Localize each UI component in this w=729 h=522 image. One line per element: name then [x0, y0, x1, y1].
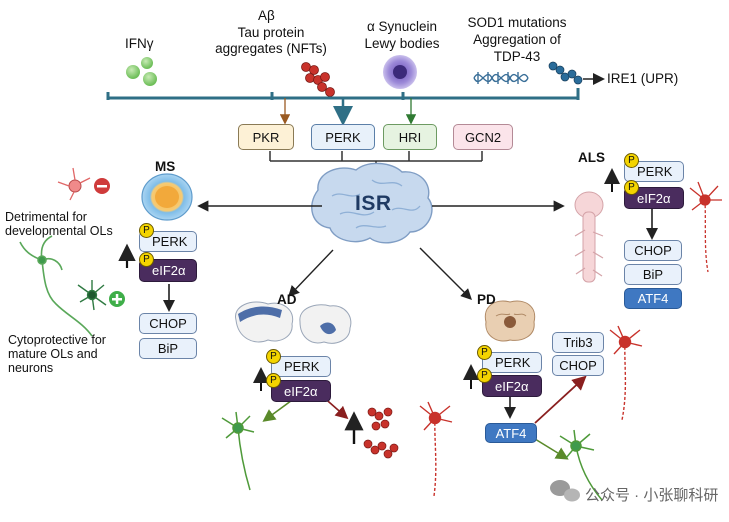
ad-green-neuron-icon [221, 411, 255, 491]
als-perk-phospho-icon: P [624, 153, 639, 168]
cytoprotective-label-line2: mature OLs and [8, 347, 98, 361]
isr-to-pd-arrow [419, 247, 472, 300]
watermark-text: 公众号 · 小张聊科研 [585, 487, 719, 504]
isr-to-ad-arrow [288, 249, 334, 298]
ad-aggregates-icon [363, 407, 399, 459]
pd-atf4-to-chop-arrow [534, 375, 587, 424]
als-atf4-box: ATF4 [624, 288, 682, 309]
sod1-label: SOD1 mutations [467, 15, 567, 30]
ad-brain-diagrams-icon [235, 301, 352, 344]
tdp43-aggregation-label: Aggregation of [473, 32, 561, 47]
wechat-icon [550, 480, 580, 502]
ad-eif2a-box: eIF2α [271, 380, 331, 402]
amyloid-aggregate-icon [301, 62, 335, 97]
pd-title: PD [477, 292, 496, 307]
gcn2-box: GCN2 [453, 124, 513, 150]
als-title: ALS [578, 150, 605, 165]
ifn-gamma-label: IFNγ [125, 36, 154, 51]
pd-atf4-box: ATF4 [485, 423, 537, 443]
synuclein-lewy-body-icon [383, 55, 417, 89]
pd-brainstem-icon [484, 300, 536, 342]
dna-helix-icon [473, 72, 529, 84]
tdp43-aggregate-icon [548, 61, 583, 85]
perk-box: PERK [311, 124, 375, 150]
pd-red-neuron-icon [609, 325, 643, 421]
plus-icon [109, 291, 125, 307]
developmental-ol-neuron-icon [19, 235, 93, 337]
isr-label: ISR [355, 192, 392, 215]
ab-label-text: Aβ [258, 8, 275, 23]
ad-perk-phospho-icon: P [266, 349, 281, 364]
ms-title: MS [155, 159, 176, 174]
ms-perk-box: PERK [139, 231, 197, 252]
ms-eif2a-phospho-icon: P [139, 252, 154, 267]
pd-green-neuron-icon [559, 429, 603, 501]
pd-chop-box: CHOP [552, 355, 604, 376]
lewy-bodies-label: Lewy bodies [364, 36, 440, 51]
tdp43-label: TDP-43 [493, 49, 541, 64]
als-spinal-cord-icon [574, 191, 604, 283]
pd-atf4-to-green-neuron-arrow [534, 438, 569, 460]
ms-perk-phospho-icon: P [139, 223, 154, 238]
als-perk-box: PERK [624, 161, 684, 182]
als-bip-box: BiP [624, 264, 682, 285]
mature-ol-cell-icon [77, 280, 107, 311]
ms-bip-box: BiP [139, 338, 197, 359]
pd-trib3-box: Trib3 [552, 332, 604, 353]
detrimental-label-line1: Detrimental for [5, 210, 87, 224]
ad-perk-box: PERK [271, 356, 331, 377]
pd-perk-phospho-icon: P [477, 345, 492, 360]
als-eif2a-phospho-icon: P [624, 180, 639, 195]
cytoprotective-label-line3: neurons [8, 361, 54, 375]
ad-red-neuron-icon [419, 401, 453, 497]
isr-brain-icon [311, 162, 433, 244]
detrimental-label-line2: developmental OLs [5, 224, 113, 238]
ire1-upr-label: IRE1 (UPR) [607, 71, 679, 86]
ms-eif2a-box: eIF2α [139, 259, 197, 282]
tau-label: Tau protein [237, 25, 305, 40]
ad-eif2a-phospho-icon: P [266, 373, 281, 388]
als-red-neuron-icon [689, 181, 722, 273]
als-chop-box: CHOP [624, 240, 682, 261]
hri-box: HRI [383, 124, 437, 150]
synuclein-label: α Synuclein [366, 19, 438, 34]
pkr-box: PKR [238, 124, 294, 150]
ifn-gamma-molecules-icon [126, 57, 157, 86]
minus-icon [94, 178, 110, 194]
pd-perk-box: PERK [482, 352, 542, 373]
ms-red-cell-icon [57, 167, 91, 201]
ad-title: AD [277, 292, 297, 307]
als-eif2a-box: eIF2α [624, 187, 684, 209]
pd-eif2a-box: eIF2α [482, 375, 542, 397]
pd-eif2a-phospho-icon: P [477, 368, 492, 383]
ms-chop-box: CHOP [139, 313, 197, 334]
nft-label: aggregates (NFTs) [215, 41, 327, 56]
cytoprotective-label-line1: Cytoprotective for [8, 333, 106, 347]
ms-oligodendrocyte-cross-section-icon [141, 173, 193, 221]
